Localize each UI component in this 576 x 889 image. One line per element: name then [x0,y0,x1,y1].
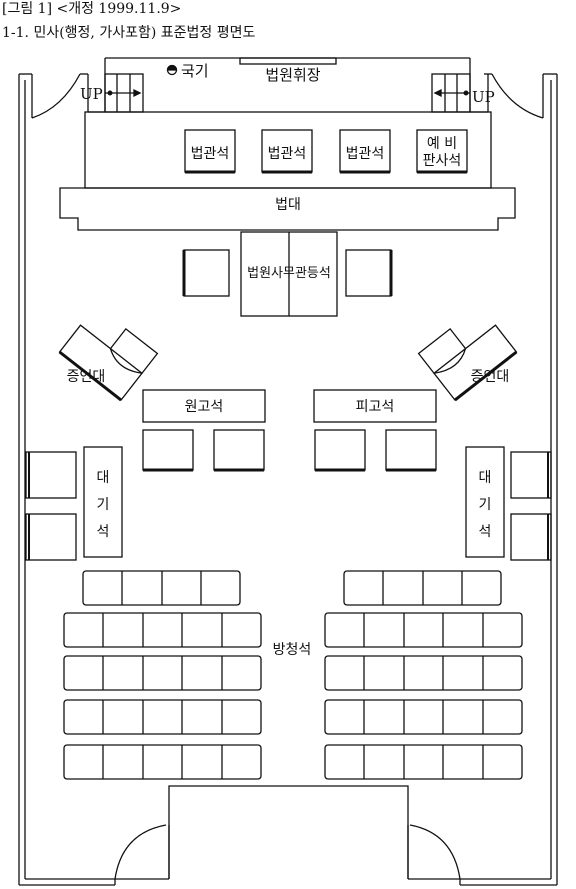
plaintiff-label: 원고석 [185,399,224,415]
waiting-left-label: 기 [97,497,110,513]
judge-chairs [184,129,468,174]
left-waiting-area [25,446,123,561]
gallery-seats-left [63,570,262,780]
figure-label: [그림 1] <개정 1999.11.9> [2,1,182,17]
right-waiting-area [465,446,552,561]
flag-icon [166,64,178,76]
stairs-right-label: UP [472,88,495,106]
witness-left-label: 증언대 [67,369,106,385]
right-side-door [484,73,551,119]
clerk-seats-label: 법원사무관등석 [247,266,331,281]
judge-seat-label: 법관석 [268,146,307,162]
left-side-door [25,73,88,119]
right-witness-stand [417,324,518,402]
defendant-label: 피고석 [356,399,395,415]
judge-seat-label: 법관석 [346,146,385,162]
main-entrance [114,785,461,885]
counsel-chairs [142,429,437,472]
reserve-judge-label-line1: 예 비 [427,136,457,152]
waiting-right-label: 대 [479,470,492,486]
witness-right-label: 증언대 [471,369,510,385]
waiting-right-label: 석 [479,524,492,540]
gallery-label: 방청석 [273,642,312,658]
left-up-arrow-icon [105,88,142,98]
waiting-left-label: 대 [97,470,110,486]
emblem-label: 법원휘장 [265,66,320,84]
plan-title: 1-1. 민사(행정, 가사포함) 표준법정 평면도 [2,25,256,41]
left-witness-stand [58,324,159,402]
bench-label: 법대 [275,197,301,213]
defendant-table [313,389,437,423]
stairs-left-label: UP [80,85,103,103]
gallery-seats-right [324,570,523,780]
reserve-judge-label-line2: 판사석 [423,153,462,169]
waiting-left-label: 석 [97,524,110,540]
bench [59,187,516,231]
flag-label: 국기 [181,62,209,80]
outer-walls [18,73,558,886]
plaintiff-table [142,389,266,423]
clerk-desk [182,231,393,317]
right-up-arrow-icon [433,88,470,98]
judge-seat-label: 법관석 [191,146,230,162]
waiting-right-label: 기 [479,497,492,513]
